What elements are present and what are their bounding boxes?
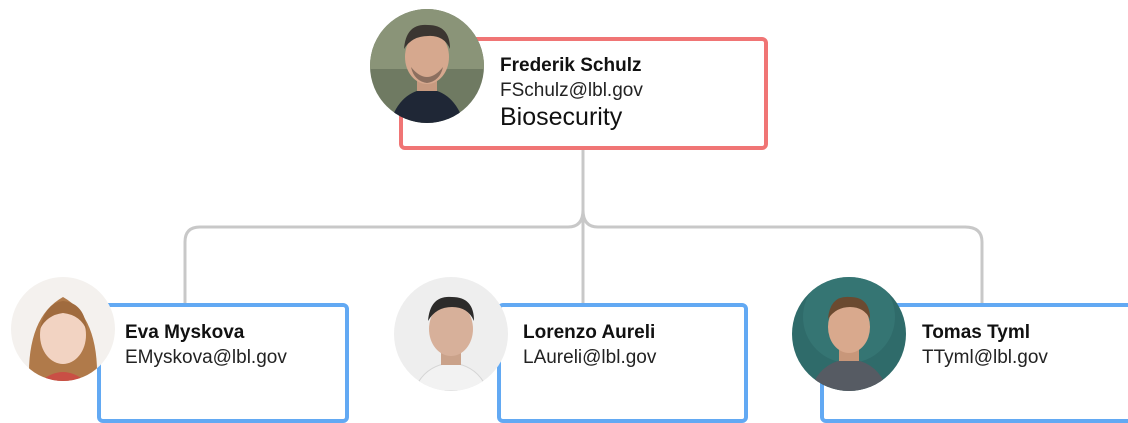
manager-avatar [370, 9, 484, 123]
report-card-eva-myskova[interactable]: Eva Myskova EMyskova@lbl.gov [97, 303, 349, 423]
report-name: Tomas Tyml [922, 322, 1031, 343]
report-avatar [11, 277, 115, 381]
manager-department: Biosecurity [500, 103, 623, 131]
report-email: LAureli@lbl.gov [523, 347, 657, 368]
manager-name: Frederik Schulz [500, 55, 642, 76]
report-avatar [792, 277, 906, 391]
report-card-lorenzo-aureli[interactable]: Lorenzo Aureli LAureli@lbl.gov [497, 303, 748, 423]
report-name: Eva Myskova [125, 322, 245, 343]
report-email: EMyskova@lbl.gov [125, 347, 287, 368]
report-name: Lorenzo Aureli [523, 322, 656, 343]
report-avatar [394, 277, 508, 391]
report-email: TTyml@lbl.gov [922, 347, 1048, 368]
manager-email: FSchulz@lbl.gov [500, 80, 643, 101]
org-connectors [183, 150, 984, 305]
